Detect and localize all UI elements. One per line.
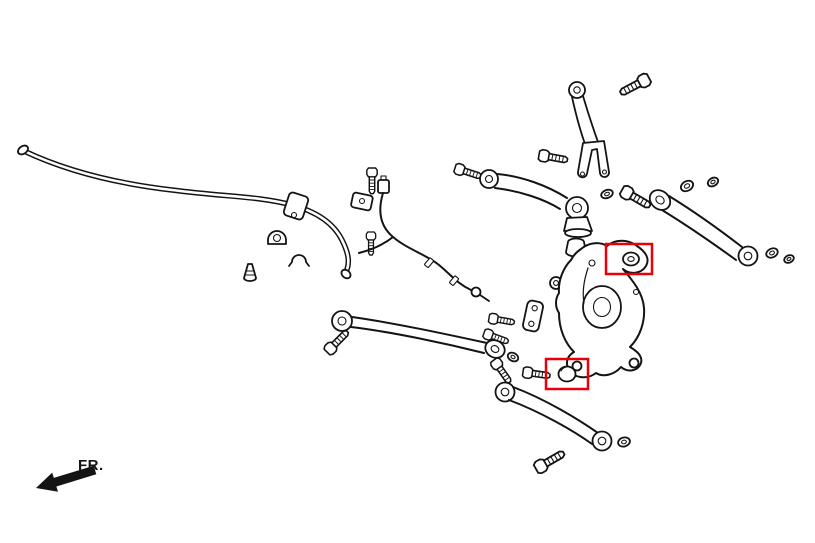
bolt-icon — [616, 71, 653, 100]
highlighted-bushing-lower — [557, 365, 577, 383]
upper-control-arm — [452, 161, 614, 238]
bolt-icon — [617, 183, 654, 213]
clevis-fork — [577, 140, 610, 179]
bolt-icon — [322, 326, 353, 357]
fr-label: FR. — [78, 457, 104, 474]
bolt-icon — [366, 167, 378, 195]
fr-direction-arrow — [36, 465, 97, 492]
abs-sensor-tip — [470, 286, 482, 298]
middle-lateral-arm — [322, 310, 520, 363]
fr-indicator: FR. — [36, 457, 104, 492]
bolt-icon — [487, 312, 516, 329]
stabilizer-bar — [17, 144, 352, 280]
abs-sensor-harness — [358, 175, 490, 302]
harness-clip — [449, 275, 460, 286]
knuckle-ear-hole — [571, 360, 583, 372]
caliper-bracket — [481, 299, 544, 348]
lower-lateral-arm — [488, 356, 631, 476]
upper-link-assembly — [537, 71, 653, 179]
washer — [765, 247, 779, 259]
washer — [617, 436, 631, 448]
highlight-upper-knuckle-bushing — [604, 242, 654, 276]
arm-bushing-eye — [648, 189, 672, 211]
bar-end-eye-left — [17, 144, 29, 156]
bolt-icon — [452, 161, 484, 183]
stabilizer-bushing-brackets — [243, 167, 378, 282]
bolt-icon — [365, 231, 377, 256]
washer — [783, 254, 795, 264]
highlight-layer — [544, 242, 654, 391]
bolt-icon — [531, 446, 568, 476]
arm-eye — [484, 339, 506, 359]
bolt-icon — [537, 148, 570, 167]
upper-lateral-arm — [617, 176, 795, 267]
washer — [600, 188, 614, 200]
spring-clip — [288, 254, 310, 267]
highlight-lower-knuckle-bushing — [544, 357, 590, 391]
harness-connector — [377, 179, 390, 194]
knuckle-ear-hole — [628, 357, 640, 369]
bar-end-eye-right — [340, 268, 352, 280]
washer — [506, 351, 520, 363]
cone-stud — [243, 263, 257, 282]
harness-clip — [424, 257, 435, 268]
ball-joint-boot — [563, 216, 593, 232]
washer — [679, 179, 695, 193]
rear-knuckle — [555, 239, 649, 379]
washer — [706, 176, 720, 188]
